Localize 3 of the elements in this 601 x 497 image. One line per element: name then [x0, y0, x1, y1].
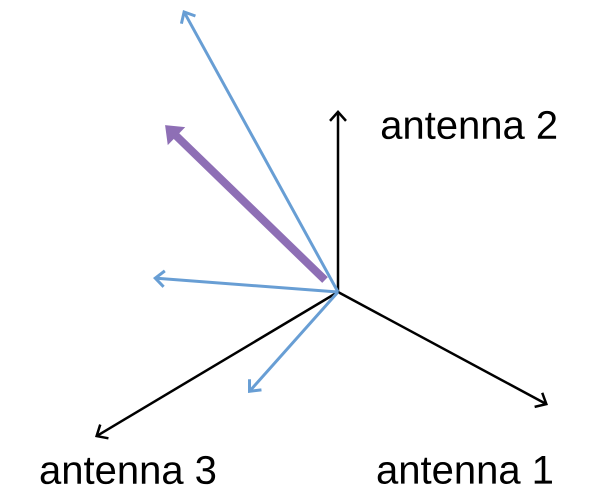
- axis-label: antenna 1: [378, 456, 552, 484]
- axis-label: antenna 2: [382, 110, 556, 140]
- axis-label: antenna 3: [40, 456, 216, 484]
